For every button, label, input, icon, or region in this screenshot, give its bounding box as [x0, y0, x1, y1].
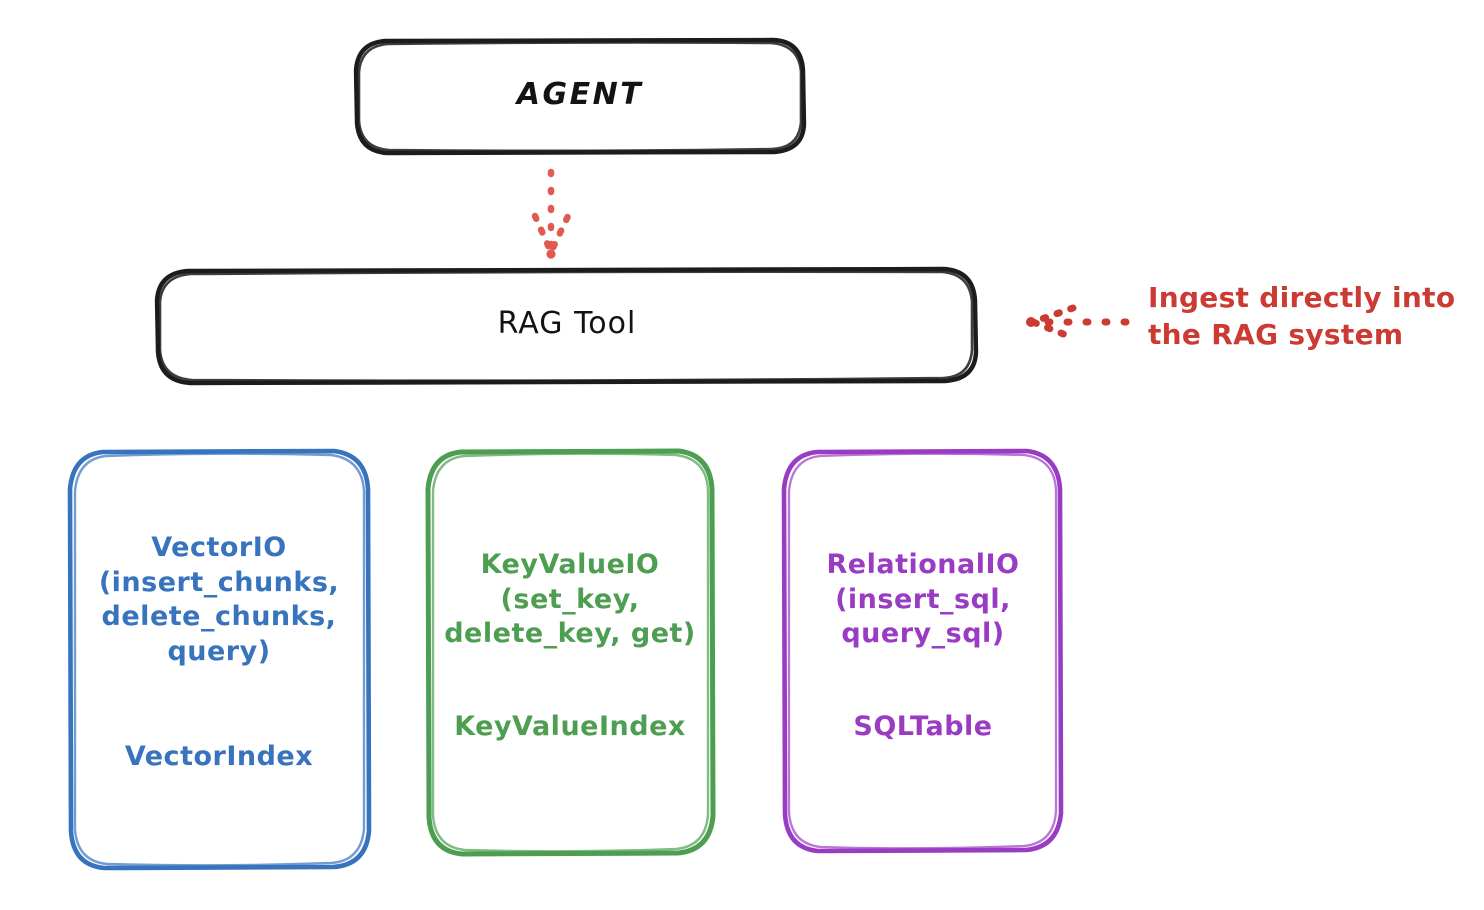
rag-tool-node-shape[interactable] [154, 266, 979, 386]
ingest-arrow-icon [1026, 304, 1130, 341]
agent-to-rag-connector [531, 168, 573, 259]
agent-node-shape[interactable] [353, 37, 807, 156]
ingest-annotation-text: Ingest directly into the RAG system [1148, 281, 1456, 351]
key-value-io-node-shape[interactable] [425, 448, 716, 857]
relational-io-node-shape[interactable] [781, 448, 1064, 854]
vector-io-node-shape[interactable] [67, 448, 372, 871]
